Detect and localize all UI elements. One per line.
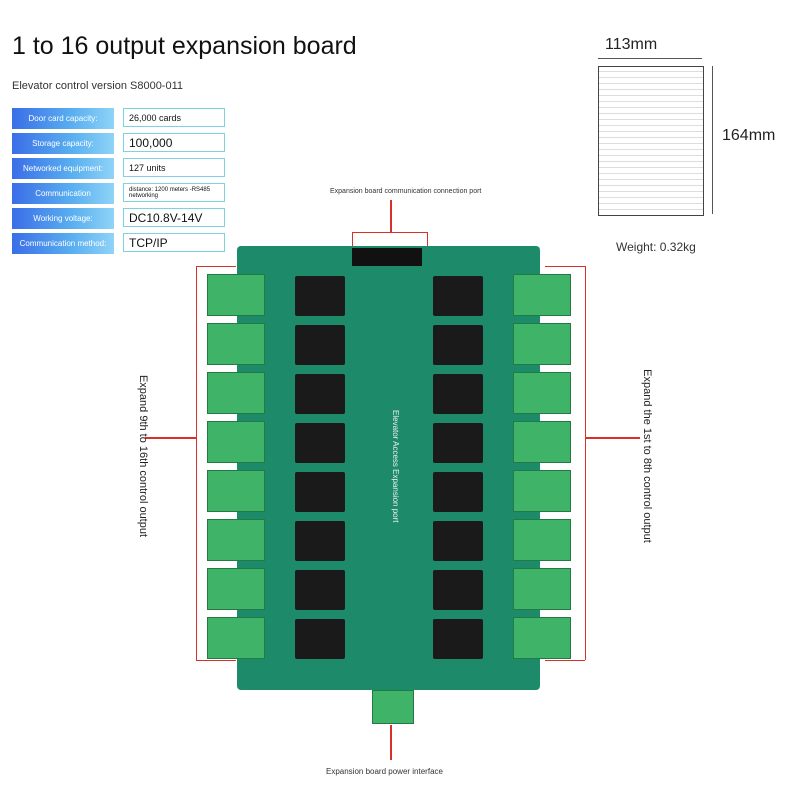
relay [295, 276, 345, 316]
terminal-block-left [207, 372, 265, 414]
spec-label: Storage capacity: [12, 133, 114, 154]
subtitle: Elevator control version S8000-011 [12, 80, 184, 92]
pcb-outline-drawing [598, 66, 704, 216]
relay [295, 570, 345, 610]
comm-connector [352, 248, 422, 266]
spec-value: distance: 1200 meters -RS485 networking [123, 183, 225, 202]
relay [295, 472, 345, 512]
relay [295, 325, 345, 365]
spec-label: Networked equipment: [12, 158, 114, 179]
relay [295, 423, 345, 463]
relay [295, 374, 345, 414]
expansion-board [237, 246, 540, 690]
spec-value: TCP/IP [123, 233, 225, 252]
power-interface-label: Expansion board power interface [326, 767, 443, 776]
spec-value: 26,000 cards [123, 108, 225, 127]
terminal-block-left [207, 519, 265, 561]
right-output-label: Expand the 1st to 8th control output [640, 369, 653, 543]
terminal-block-left [207, 470, 265, 512]
weight-label: Weight: 0.32kg [616, 240, 696, 254]
page-title: 1 to 16 output expansion board [12, 32, 357, 60]
terminal-block-right [513, 372, 571, 414]
terminal-block-right [513, 421, 571, 463]
relay [433, 325, 483, 365]
spec-value: 100,000 [123, 133, 225, 152]
relay [433, 570, 483, 610]
power-connector [372, 690, 414, 724]
spec-label: Working voltage: [12, 208, 114, 229]
terminal-block-left [207, 617, 265, 659]
relay [433, 472, 483, 512]
board-silkscreen: Elevator Access Expansion port [391, 410, 400, 523]
comm-port-label: Expansion board communication connection… [330, 188, 482, 195]
width-dimension: 113mm [605, 36, 658, 53]
relay [433, 374, 483, 414]
spec-label: Door card capacity: [12, 108, 114, 129]
terminal-block-left [207, 274, 265, 316]
terminal-block-right [513, 519, 571, 561]
relay [433, 423, 483, 463]
relay [433, 276, 483, 316]
relay [295, 619, 345, 659]
terminal-block-left [207, 421, 265, 463]
terminal-block-right [513, 470, 571, 512]
spec-value: 127 units [123, 158, 225, 177]
terminal-block-left [207, 568, 265, 610]
relay [433, 521, 483, 561]
spec-label: Communication method: [12, 233, 114, 254]
terminal-block-right [513, 568, 571, 610]
relay [433, 619, 483, 659]
left-output-label: Expand 9th to 16th control output [137, 374, 150, 538]
spec-value: DC10.8V-14V [123, 208, 225, 227]
height-dimension: 164mm [722, 127, 776, 144]
terminal-block-right [513, 323, 571, 365]
relay [295, 521, 345, 561]
spec-label: Communication [12, 183, 114, 204]
terminal-block-left [207, 323, 265, 365]
terminal-block-right [513, 274, 571, 316]
terminal-block-right [513, 617, 571, 659]
